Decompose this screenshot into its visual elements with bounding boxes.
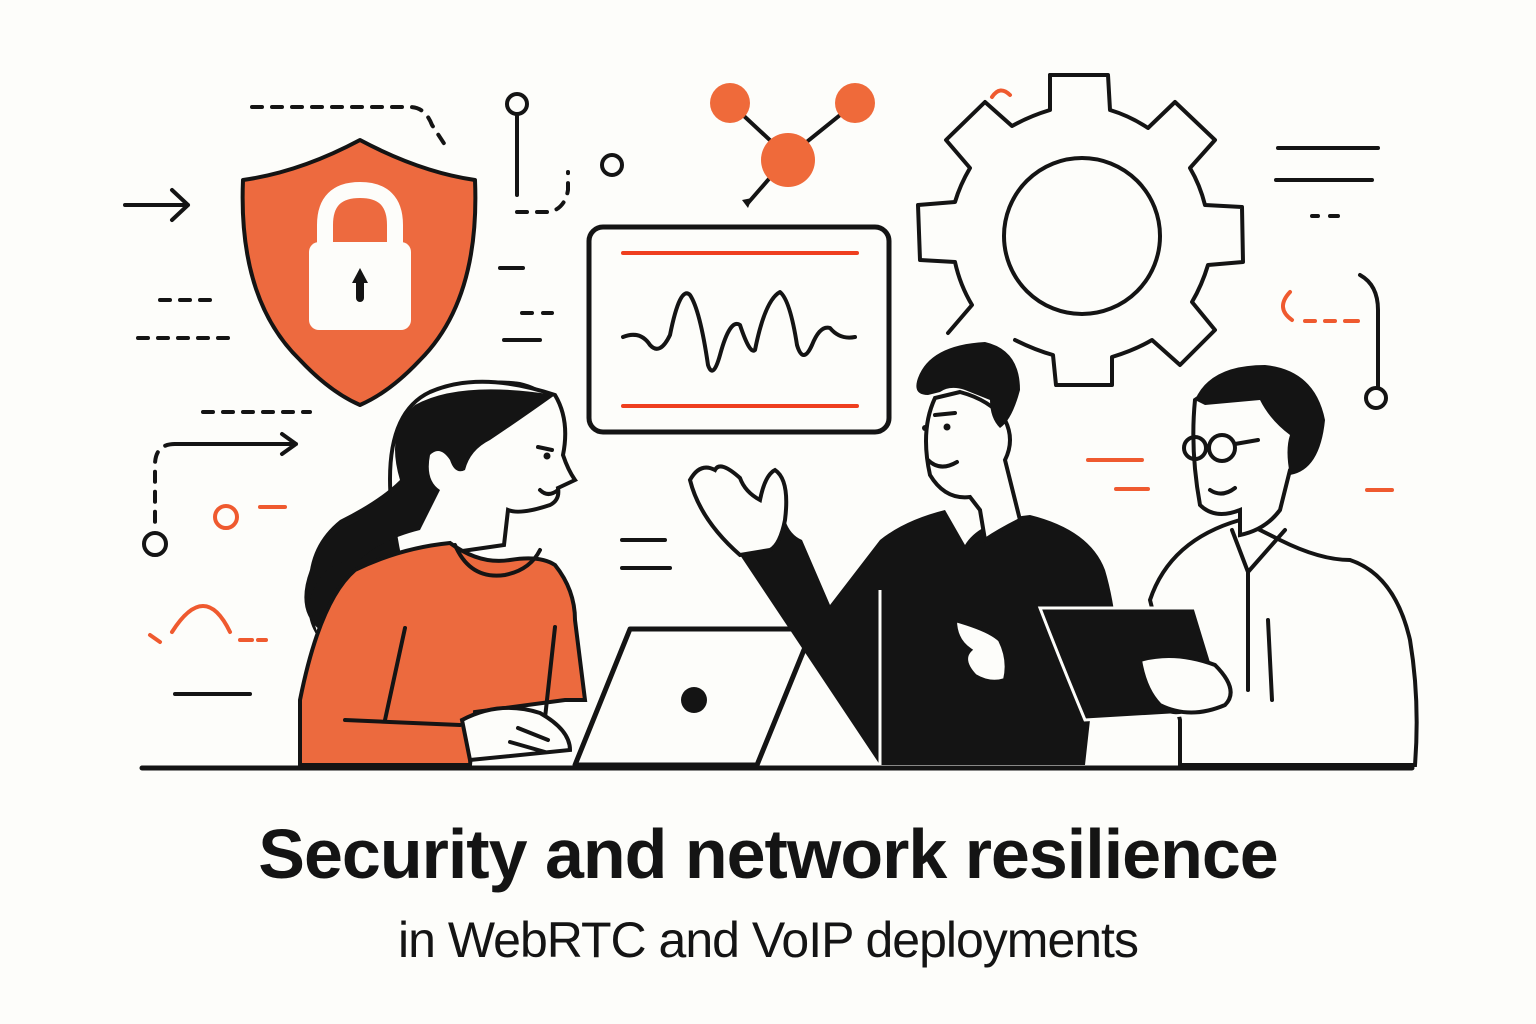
decorative-lines-left xyxy=(123,105,447,696)
decorative-lines-right xyxy=(620,146,1394,570)
network-nodes-icon xyxy=(710,83,875,208)
hero-illustration xyxy=(123,73,1419,771)
man-with-tablet-and-glasses xyxy=(1037,365,1419,767)
woman-with-laptop xyxy=(298,379,588,767)
page-subtitle: in WebRTC and VoIP deployments xyxy=(398,912,1139,968)
page-title: Security and network resilience xyxy=(258,815,1278,893)
waveform-monitor xyxy=(586,224,892,435)
gear-icon xyxy=(916,73,1245,387)
connector-pin xyxy=(498,92,624,342)
laptop-icon xyxy=(572,626,812,768)
shield-lock-icon xyxy=(240,138,478,407)
man-gesturing xyxy=(687,342,1120,765)
